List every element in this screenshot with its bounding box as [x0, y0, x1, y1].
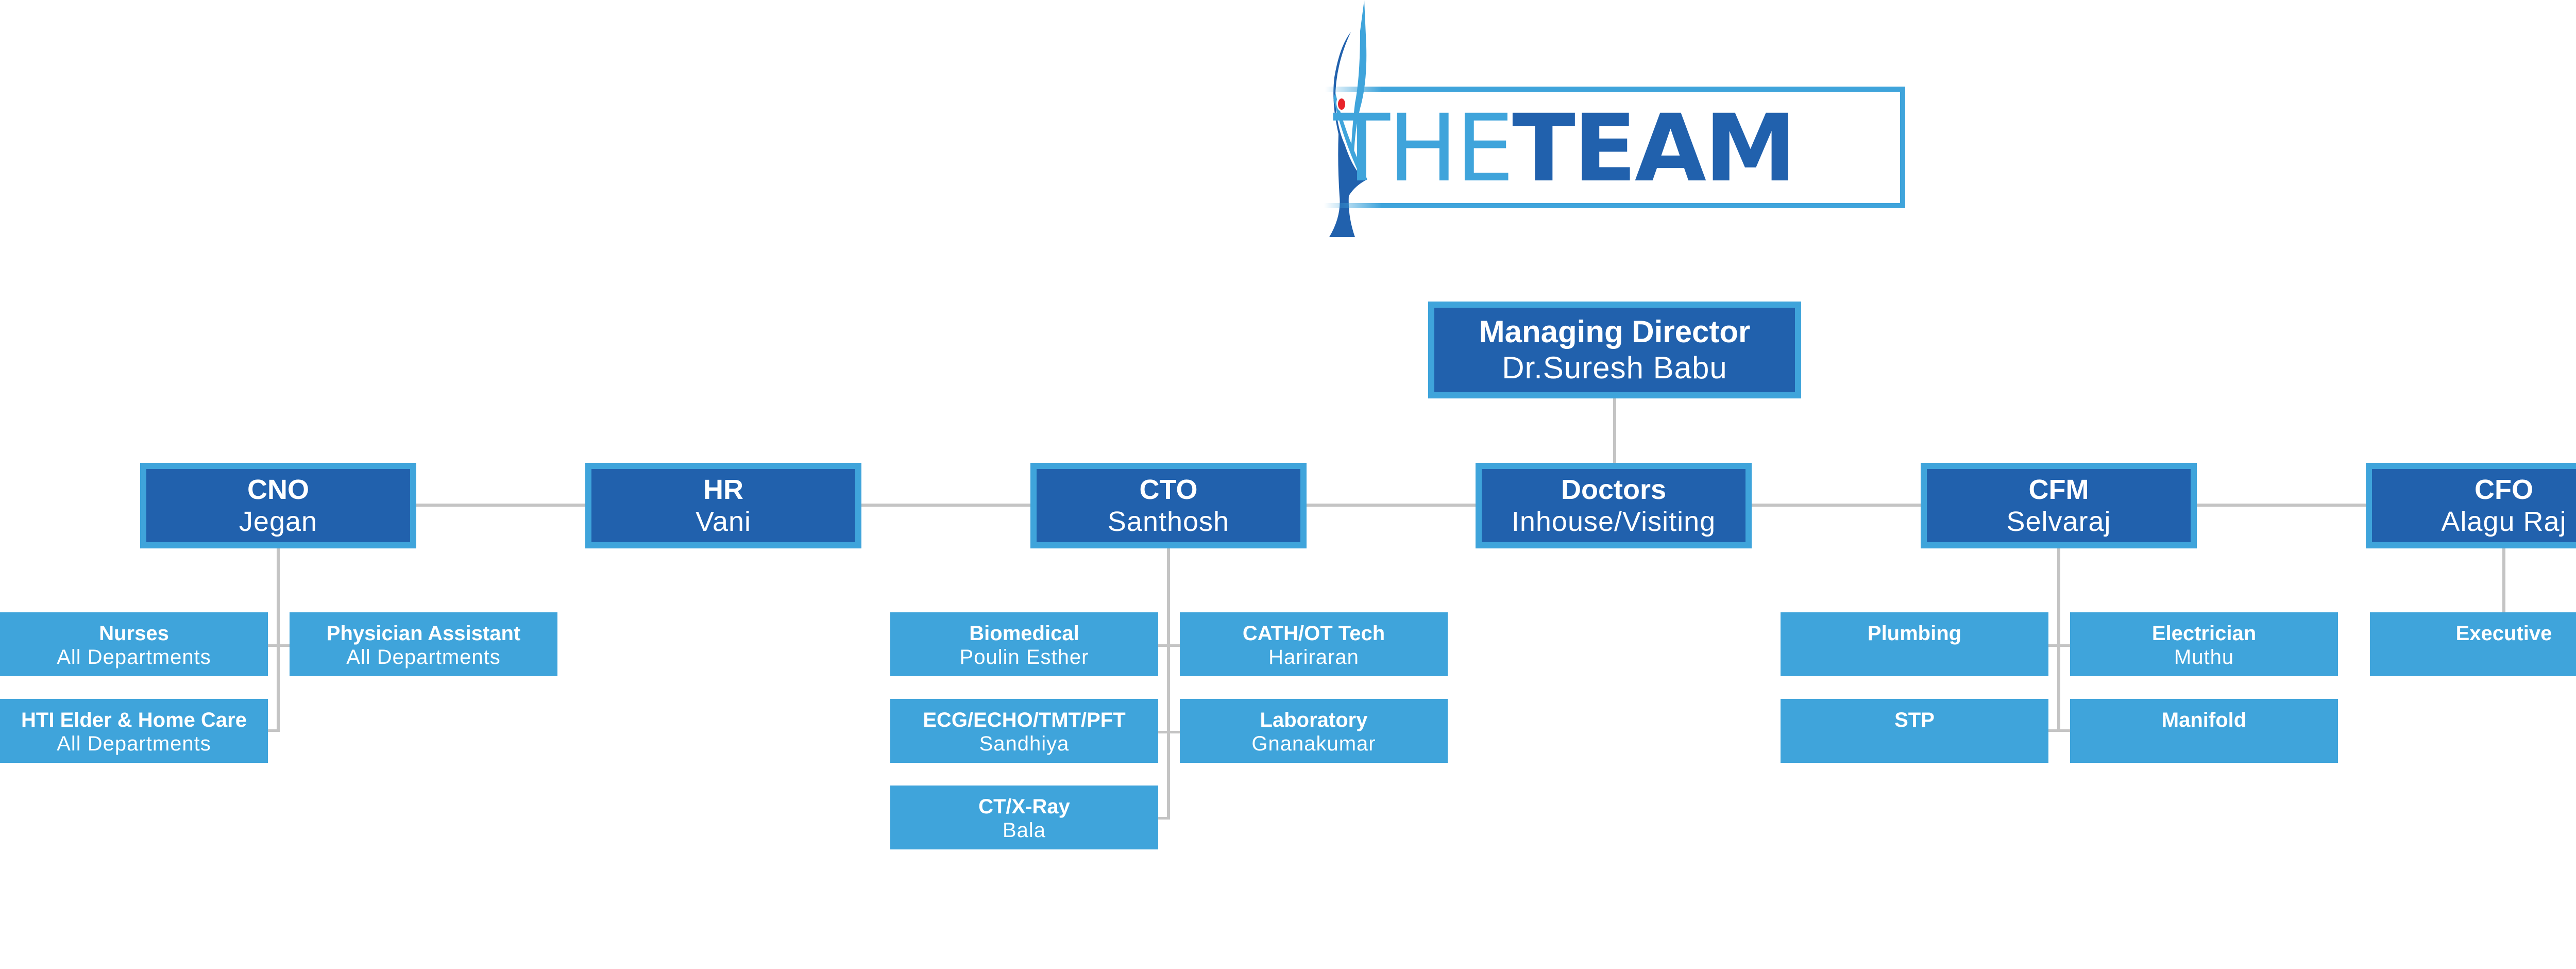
node-title: Nurses [99, 622, 169, 645]
node-hti-elder-home-care[interactable]: HTI Elder & Home Care All Departments [0, 699, 268, 763]
node-name: Selvaraj [2006, 506, 2111, 537]
node-title: HR [703, 474, 743, 505]
node-plumbing[interactable]: Plumbing [1781, 612, 2048, 676]
node-title: STP [1894, 709, 1935, 731]
logo-wordmark: THETEAM [1333, 103, 1890, 195]
dancer-heart-icon [1329, 0, 1367, 237]
connector-cfo [2502, 548, 2505, 612]
node-manifold[interactable]: Manifold [2070, 699, 2338, 763]
node-cfm[interactable]: CFM Selvaraj [1921, 463, 2197, 548]
connector-cno-row2 [268, 729, 279, 732]
node-name: All Departments [57, 646, 211, 669]
logo-frame-bottom [1324, 203, 1382, 208]
node-biomedical[interactable]: Biomedical Poulin Esther [890, 612, 1158, 676]
connector-root [1613, 398, 1616, 465]
node-name: Alagu Raj [2441, 506, 2567, 537]
node-name: Bala [1002, 819, 1046, 842]
node-title: CFO [2475, 474, 2533, 505]
node-cath-ot-tech[interactable]: CATH/OT Tech Hariraran [1180, 612, 1448, 676]
node-physician-assistant[interactable]: Physician Assistant All Departments [290, 612, 557, 676]
logo-frame-top [1325, 87, 1382, 92]
node-title: Doctors [1561, 474, 1667, 505]
node-cfo[interactable]: CFO Alagu Raj [2366, 463, 2576, 548]
node-title: CT/X-Ray [978, 795, 1070, 818]
node-title: Laboratory [1260, 709, 1368, 731]
node-title: CFM [2028, 474, 2089, 505]
node-title: Biomedical [969, 622, 1079, 645]
logo-text-the: THE [1333, 95, 1514, 203]
node-name: Inhouse/Visiting [1511, 506, 1716, 537]
node-title: Plumbing [1867, 622, 1962, 645]
node-managing-director[interactable]: Managing Director Dr.Suresh Babu [1428, 302, 1801, 398]
node-electrician[interactable]: Electrician Muthu [2070, 612, 2338, 676]
connector-cto [1167, 548, 1170, 820]
node-cno[interactable]: CNO Jegan [140, 463, 416, 548]
node-name: Sandhiya [979, 732, 1070, 755]
connector-cto-row1 [1158, 644, 1180, 647]
node-title: Electrician [2151, 622, 2257, 645]
node-title: HTI Elder & Home Care [21, 709, 247, 731]
node-ct-xray[interactable]: CT/X-Ray Bala [890, 786, 1158, 849]
node-doctors[interactable]: Doctors Inhouse/Visiting [1476, 463, 1752, 548]
node-name: Muthu [2174, 646, 2234, 669]
node-name: Dr.Suresh Babu [1502, 350, 1727, 385]
node-title: Managing Director [1479, 314, 1751, 349]
node-cto[interactable]: CTO Santhosh [1030, 463, 1307, 548]
node-nurses[interactable]: Nurses All Departments [0, 612, 268, 676]
node-title: Executive [2455, 622, 2552, 645]
node-title: Physician Assistant [326, 622, 521, 645]
node-name: Vani [695, 506, 752, 537]
node-title: CNO [247, 474, 309, 505]
logo-text-team: TEAM [1512, 95, 1797, 203]
node-title: Manifold [2161, 709, 2247, 731]
node-laboratory[interactable]: Laboratory Gnanakumar [1180, 699, 1448, 763]
connector-cno-row1 [268, 644, 290, 647]
node-name: Hariraran [1268, 646, 1359, 669]
node-name: Gnanakumar [1251, 732, 1376, 755]
node-name: Poulin Esther [959, 646, 1089, 669]
node-stp[interactable]: STP [1781, 699, 2048, 763]
connector-cfm [2057, 548, 2060, 732]
node-executive[interactable]: Executive [2370, 612, 2576, 676]
connector-cno [277, 548, 280, 732]
node-hr[interactable]: HR Vani [585, 463, 861, 548]
connector-cto-row2 [1158, 731, 1180, 733]
node-title: CTO [1139, 474, 1198, 505]
connector-cto-row3 [1158, 817, 1170, 820]
node-name: All Departments [346, 646, 501, 669]
connector-cfm-row1 [2048, 644, 2070, 647]
node-ecg-echo-tmt-pft[interactable]: ECG/ECHO/TMT/PFT Sandhiya [890, 699, 1158, 763]
node-name: Jegan [239, 506, 318, 537]
connector-cfm-row2 [2048, 729, 2070, 732]
node-title: ECG/ECHO/TMT/PFT [923, 709, 1126, 731]
logo-frame [1381, 87, 1905, 208]
node-name: All Departments [57, 732, 211, 755]
node-name: Santhosh [1107, 506, 1230, 537]
node-title: CATH/OT Tech [1242, 622, 1385, 645]
